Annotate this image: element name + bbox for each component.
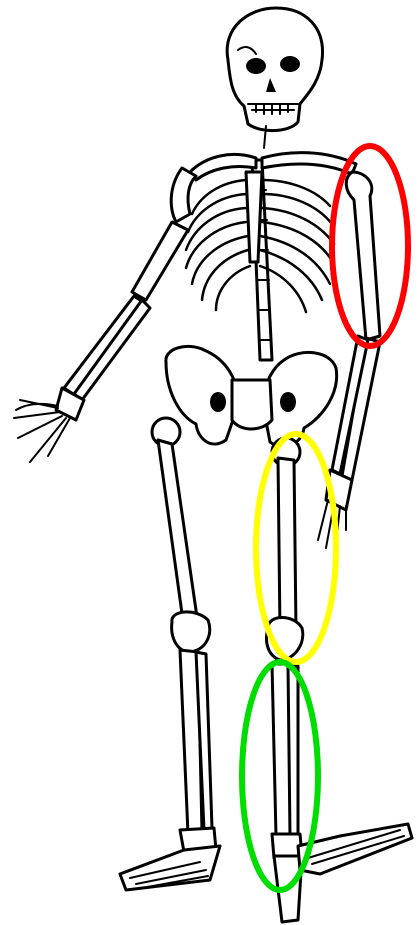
skull bbox=[227, 8, 322, 131]
left-side-leg bbox=[120, 418, 220, 890]
pelvis bbox=[166, 346, 337, 446]
